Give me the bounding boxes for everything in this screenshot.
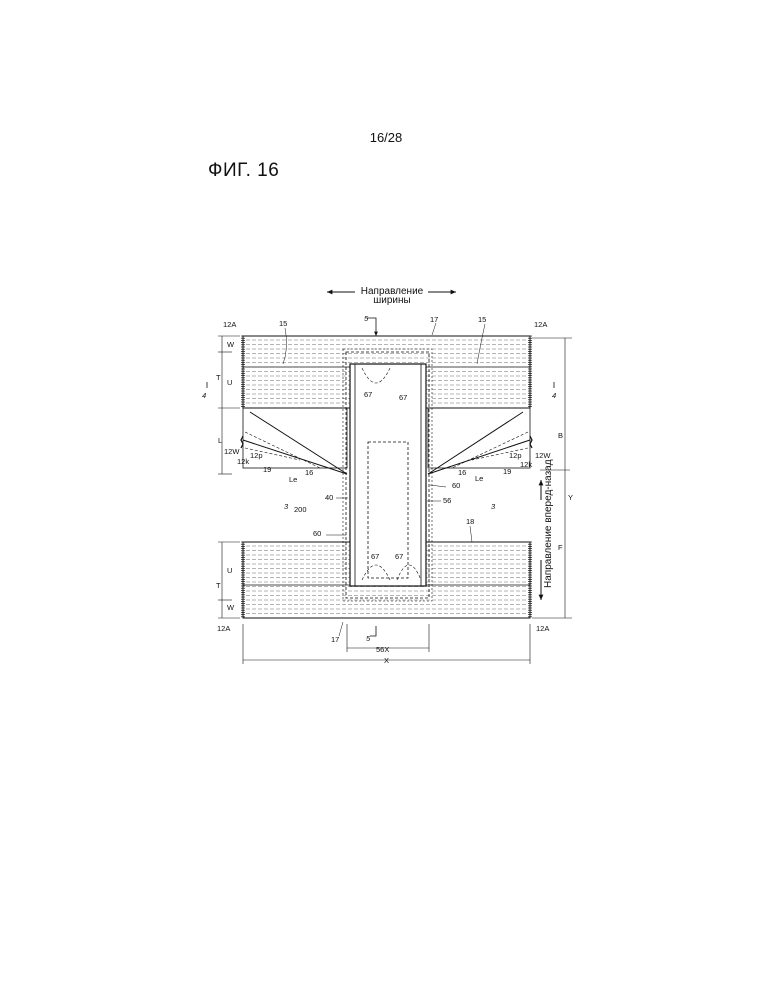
label-3: 3 <box>284 502 289 511</box>
label-X: X <box>384 656 389 665</box>
label-18: 18 <box>466 517 474 526</box>
label-19-left: 19 <box>263 465 271 474</box>
label-12p-right: 12p <box>509 451 522 460</box>
label-4: 4 <box>552 391 556 400</box>
label-L: L <box>218 436 222 445</box>
label-12A-top-left: 12A <box>223 320 236 329</box>
section-marker-5-bottom: 5 <box>366 626 376 643</box>
label-16-left: 16 <box>305 468 313 477</box>
label-40: 40 <box>325 493 333 502</box>
label-F: F <box>558 543 563 552</box>
label-T-bottom: T <box>216 581 221 590</box>
section-marker-5-top: 5 <box>364 314 376 336</box>
right-leg-flap <box>428 408 532 474</box>
section-marker-4-right: 4 <box>552 382 556 400</box>
label-67-tr: 67 <box>399 393 407 402</box>
label-12A-bottom-left: 12A <box>217 624 230 633</box>
label-4: 4 <box>202 391 206 400</box>
absorbent-body <box>343 349 432 601</box>
label-56X: 56X <box>376 645 389 654</box>
label-5: 5 <box>364 314 369 323</box>
label-15-left: 15 <box>279 319 287 328</box>
label-17-top: 17 <box>430 315 438 324</box>
width-direction-indicator: Направление ширины <box>327 286 456 306</box>
label-12A-top-right: 12A <box>534 320 547 329</box>
label-15-right: 15 <box>478 315 486 324</box>
label-12k-left: 12k <box>237 457 249 466</box>
label-T-top: T <box>216 373 221 382</box>
label-12A-bottom-right: 12A <box>536 624 549 633</box>
label-60-left: 60 <box>313 529 321 538</box>
label-12W-left: 12W <box>224 447 240 456</box>
label-3: 3 <box>491 502 496 511</box>
label-Y: Y <box>568 493 573 502</box>
label-U-top: U <box>227 378 232 387</box>
label-W-top: W <box>227 340 235 349</box>
label-B: B <box>558 431 563 440</box>
left-leg-flap <box>241 408 347 474</box>
width-direction-label-2: ширины <box>373 295 410 306</box>
section-marker-4-left: 4 <box>202 382 207 400</box>
label-12p-left: 12p <box>250 451 263 460</box>
label-200: 200 <box>294 505 307 514</box>
label-19-right: 19 <box>503 467 511 476</box>
label-W-bottom: W <box>227 603 235 612</box>
label-67-bl: 67 <box>371 552 379 561</box>
label-U-bottom: U <box>227 566 232 575</box>
label-Le-left: Le <box>289 475 297 484</box>
label-5: 5 <box>366 634 371 643</box>
label-67-tl: 67 <box>364 390 372 399</box>
label-17-bottom: 17 <box>331 635 339 644</box>
label-67-br: 67 <box>395 552 403 561</box>
label-16-right: 16 <box>458 468 466 477</box>
label-12k-right: 12k <box>520 460 532 469</box>
label-Le-right: Le <box>475 474 483 483</box>
label-12W-right: 12W <box>535 451 551 460</box>
label-60-right: 60 <box>452 481 460 490</box>
longitudinal-direction-label: Направление вперед-назад <box>543 459 554 588</box>
label-56: 56 <box>443 496 451 505</box>
